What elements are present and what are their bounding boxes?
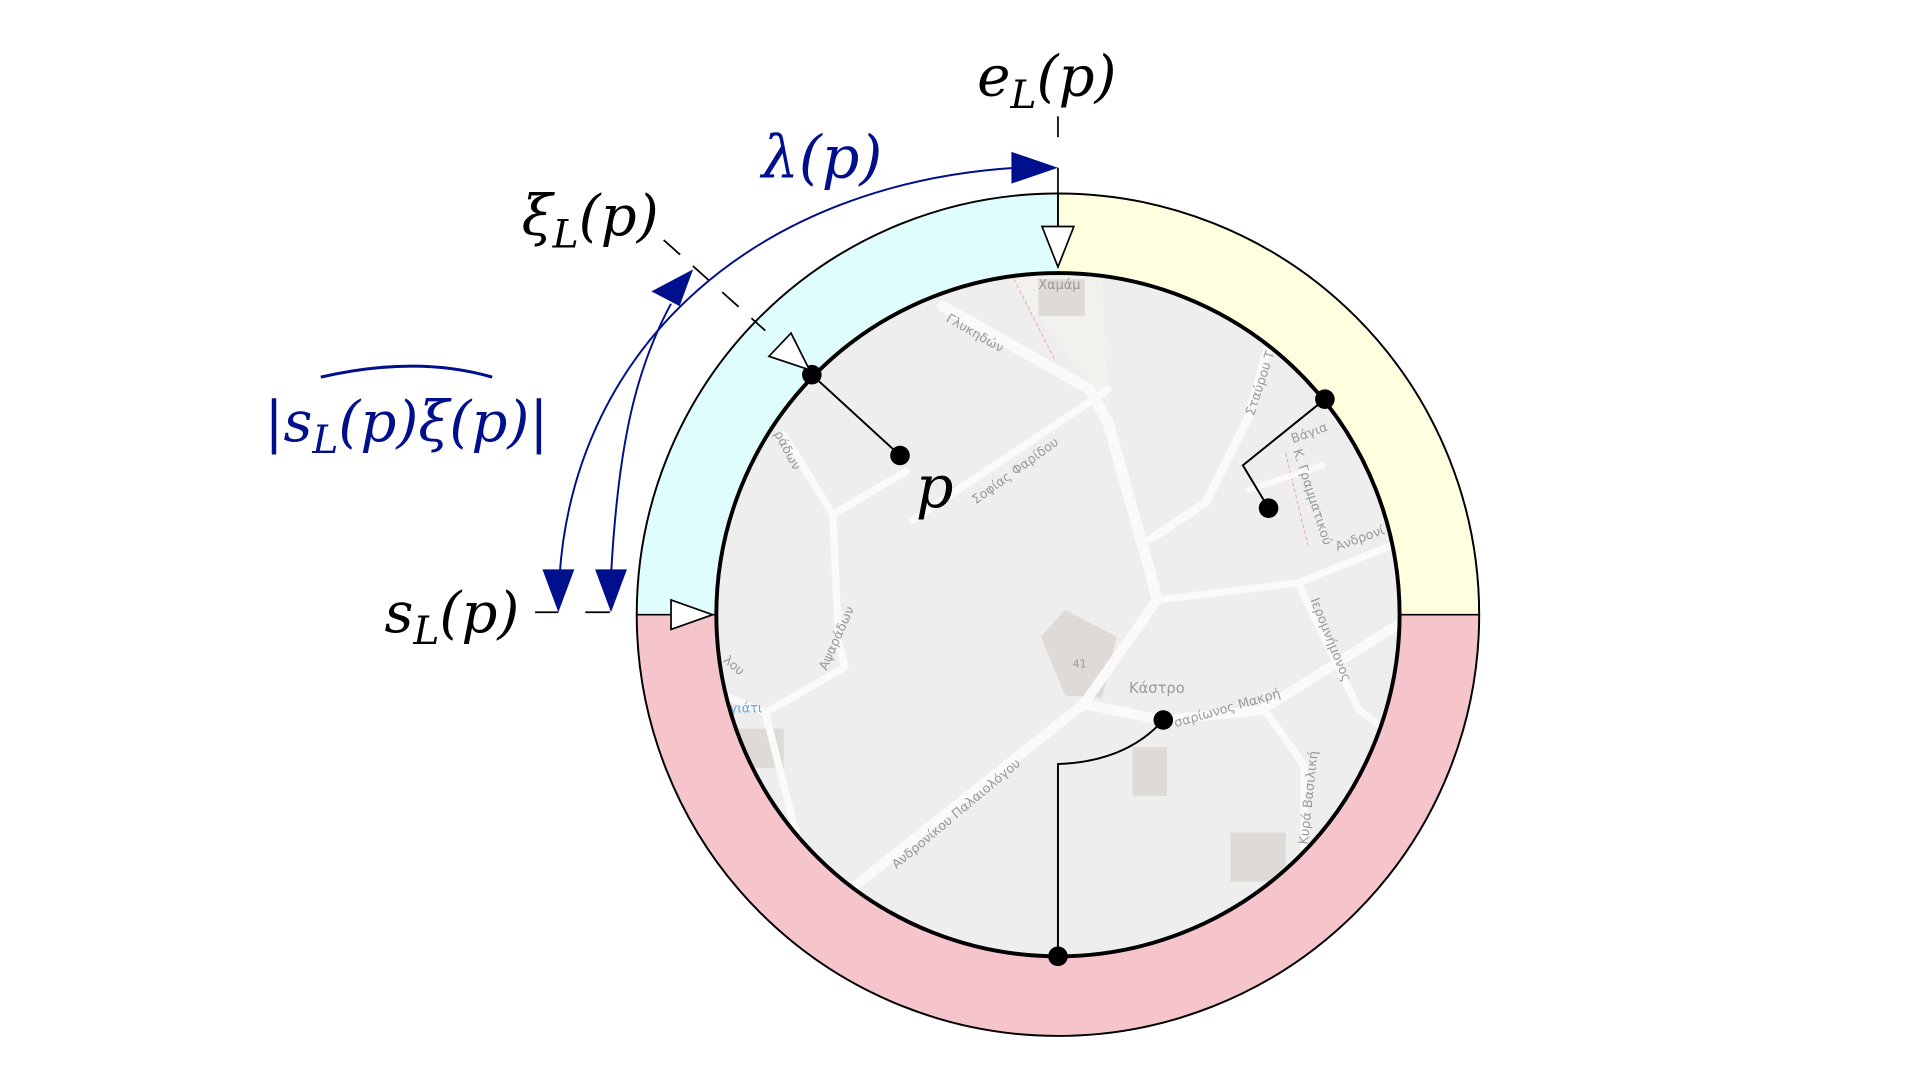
xi-marker-arrow xyxy=(767,331,812,372)
label-start-base: s xyxy=(384,581,413,646)
map-label-41: 41 xyxy=(1073,657,1087,670)
point-2 xyxy=(1258,498,1279,518)
map-label-kastro: Κάστρο xyxy=(1129,680,1185,697)
label-xi-sub: L xyxy=(552,212,579,257)
label-start: sL(p) xyxy=(384,581,519,654)
map-label-giati: γιάτι xyxy=(730,702,763,717)
start-marker-arrow xyxy=(670,598,716,631)
point-3-boundary xyxy=(1048,946,1068,967)
label-xi-base: ξ xyxy=(522,184,556,249)
label-xi: ξL(p) xyxy=(522,184,659,257)
leader-2 xyxy=(1241,398,1326,509)
label-start-sub: L xyxy=(412,609,439,654)
label-end-base: e xyxy=(977,45,1010,110)
arc-length-overarc xyxy=(320,364,493,379)
lambda-arc xyxy=(558,166,1017,576)
map-label-hamam: Χαμάμ xyxy=(1038,278,1080,293)
label-end-arg: (p) xyxy=(1036,45,1116,110)
label-xi-arg: (p) xyxy=(579,184,659,249)
label-point-p: p xyxy=(916,452,954,521)
label-arc-length: |sL(p)ξ(p)| xyxy=(264,390,548,463)
lambda-arrowhead-end xyxy=(1011,151,1058,184)
leader-3 xyxy=(1056,719,1164,957)
label-arc-length-post: (p)ξ(p)| xyxy=(338,390,548,455)
label-arc-length-pre: |s xyxy=(264,390,312,455)
lambda-arrowhead-start xyxy=(542,569,575,613)
arc-length-arrowhead-end xyxy=(651,269,694,307)
point-2-boundary xyxy=(1315,389,1335,409)
point-p xyxy=(890,445,910,466)
label-start-arg: (p) xyxy=(439,581,519,646)
label-end: eL(p) xyxy=(977,45,1116,118)
label-lambda: λ(p) xyxy=(760,123,883,192)
arc-length-arc xyxy=(610,303,672,576)
leader-p xyxy=(811,373,901,457)
label-end-sub: L xyxy=(1009,73,1036,118)
point-3 xyxy=(1153,710,1174,730)
label-arc-length-sub: L xyxy=(311,418,338,463)
arc-length-arrowhead-start xyxy=(595,569,627,613)
